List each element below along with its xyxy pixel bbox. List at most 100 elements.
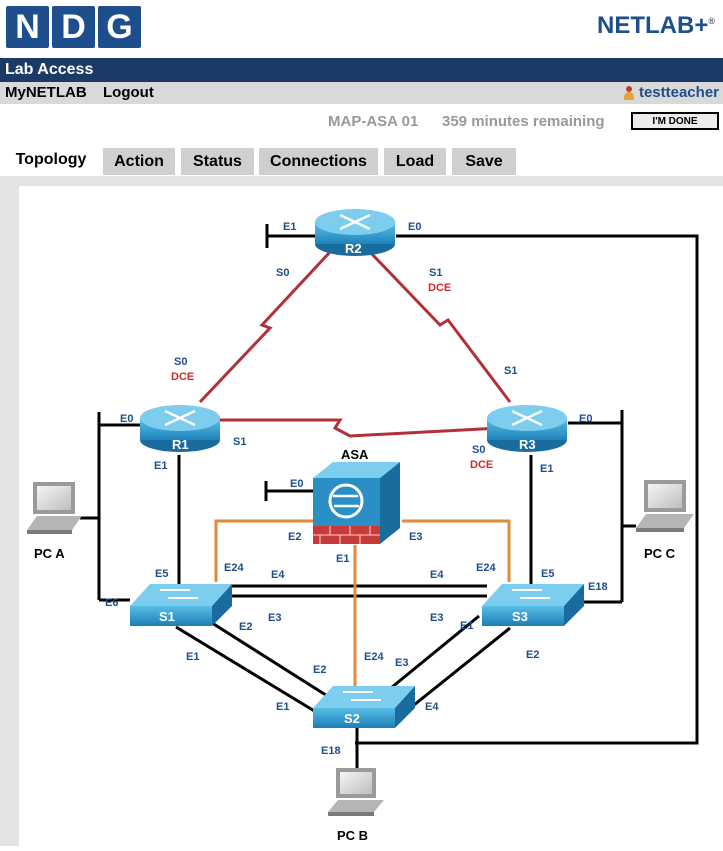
device-label-pca: PC A bbox=[34, 546, 65, 561]
r2-r1-serial bbox=[198, 250, 332, 404]
port-label: S1 bbox=[429, 267, 442, 279]
im-done-button[interactable]: I'M DONE bbox=[631, 112, 719, 130]
port-label: S0 bbox=[276, 267, 289, 279]
switch-s3[interactable] bbox=[482, 584, 584, 626]
switch-s1[interactable] bbox=[130, 584, 232, 626]
port-label: E0 bbox=[579, 413, 592, 425]
switch-arrows-icon bbox=[512, 589, 550, 599]
user-icon bbox=[623, 86, 635, 100]
port-label: E2 bbox=[239, 621, 252, 633]
port-label: E2 bbox=[288, 531, 301, 543]
port-label: E3 bbox=[268, 612, 281, 624]
device-label-s1: S1 bbox=[159, 609, 175, 624]
nav-bar: MyNETLAB Logout testteacher bbox=[0, 82, 723, 104]
port-label: E4 bbox=[271, 569, 285, 581]
port-label: E1 bbox=[276, 701, 289, 713]
port-label: E0 bbox=[120, 413, 133, 425]
device-label-s3: S3 bbox=[512, 609, 528, 624]
mynetlab-link[interactable]: MyNETLAB bbox=[5, 84, 87, 101]
port-label: E1 bbox=[540, 463, 553, 475]
port-label: E18 bbox=[321, 745, 341, 757]
tab-topology[interactable]: Topology bbox=[5, 146, 97, 176]
pc-b[interactable] bbox=[328, 768, 384, 816]
router-arrows-icon bbox=[511, 409, 543, 427]
router-r2[interactable] bbox=[315, 209, 395, 256]
asa-e3-s3 bbox=[402, 519, 511, 582]
port-label: E1 bbox=[336, 553, 349, 565]
netlab-logo: NETLAB+® bbox=[597, 12, 715, 40]
switch-s2[interactable] bbox=[313, 686, 415, 728]
user-link[interactable]: testteacher bbox=[623, 82, 719, 104]
tab-connections[interactable]: Connections bbox=[259, 148, 378, 175]
router-r3[interactable] bbox=[487, 405, 567, 452]
asa-links bbox=[214, 519, 511, 688]
switch-arrows-icon bbox=[343, 691, 381, 701]
port-label: E2 bbox=[313, 664, 326, 676]
port-label: E1 bbox=[154, 460, 167, 472]
port-label: S1 bbox=[233, 436, 246, 448]
dce-label: DCE bbox=[171, 371, 194, 383]
serial-links bbox=[198, 250, 512, 438]
username: testteacher bbox=[638, 84, 719, 101]
device-label-pcb: PC B bbox=[337, 828, 368, 843]
r2-e0-to-s2 bbox=[355, 234, 699, 745]
port-label: E18 bbox=[588, 581, 608, 593]
router-arrows-icon bbox=[164, 409, 196, 427]
asa-e2-s1 bbox=[214, 519, 315, 582]
port-label: E24 bbox=[476, 562, 496, 574]
tab-status[interactable]: Status bbox=[181, 148, 254, 175]
topology-canvas: R2 R1 R3 ASA S1 S3 S2 PC A PC C PC B E1 … bbox=[19, 186, 723, 846]
topology-diagram: R2 R1 R3 ASA S1 S3 S2 PC A PC C PC B E1 … bbox=[27, 209, 699, 843]
router-r1[interactable] bbox=[140, 405, 220, 452]
pod-name: MAP-ASA 01 bbox=[328, 113, 419, 130]
ndg-logo-letter: D bbox=[52, 6, 95, 48]
port-label: E5 bbox=[541, 568, 554, 580]
router-arrows-icon bbox=[339, 213, 371, 231]
netlab-logo-text: NETLAB+ bbox=[597, 12, 709, 39]
port-label: E3 bbox=[430, 612, 443, 624]
port-label: S0 bbox=[472, 444, 485, 456]
ethernet-links bbox=[80, 224, 699, 772]
s3-s2-e3 bbox=[385, 614, 480, 694]
port-label: E1 bbox=[460, 620, 473, 632]
port-label: S1 bbox=[504, 365, 517, 377]
port-label: E2 bbox=[526, 649, 539, 661]
s1-s2-e1 bbox=[175, 625, 317, 714]
tab-bar: Topology Action Status Connections Load … bbox=[0, 146, 723, 176]
port-label: E1 bbox=[283, 221, 296, 233]
port-label: S0 bbox=[174, 356, 187, 368]
asa-firewall[interactable] bbox=[313, 462, 400, 544]
s3-s2-e4 bbox=[403, 626, 511, 715]
port-label: E3 bbox=[409, 531, 422, 543]
tab-action[interactable]: Action bbox=[103, 148, 175, 175]
s1-s2-e2 bbox=[200, 614, 330, 699]
dce-label: DCE bbox=[470, 459, 493, 471]
port-label: E0 bbox=[408, 221, 421, 233]
time-remaining: 359 minutes remaining bbox=[442, 113, 605, 130]
device-label-pcc: PC C bbox=[644, 546, 676, 561]
device-label-r3: R3 bbox=[519, 437, 536, 452]
tab-save[interactable]: Save bbox=[452, 148, 516, 175]
r1-r3-serial bbox=[218, 418, 501, 438]
logout-link[interactable]: Logout bbox=[103, 84, 154, 101]
pc-c[interactable] bbox=[636, 480, 694, 532]
session-status: MAP-ASA 01 359 minutes remaining I'M DON… bbox=[0, 108, 723, 136]
port-label: E4 bbox=[430, 569, 444, 581]
port-label: E24 bbox=[364, 651, 384, 663]
device-label-asa: ASA bbox=[341, 447, 369, 462]
registered-mark: ® bbox=[708, 16, 715, 26]
device-label-r1: R1 bbox=[172, 437, 189, 452]
pc-a[interactable] bbox=[27, 482, 82, 534]
port-label: E1 bbox=[186, 651, 199, 663]
ndg-logo-letter: N bbox=[6, 6, 49, 48]
port-label: E4 bbox=[425, 701, 439, 713]
port-label: E24 bbox=[224, 562, 244, 574]
header: N D G NETLAB+® bbox=[0, 0, 723, 57]
port-label: E0 bbox=[290, 478, 303, 490]
port-label: E5 bbox=[155, 568, 168, 580]
port-label: E3 bbox=[395, 657, 408, 669]
ndg-logo: N D G bbox=[6, 6, 141, 48]
dce-label: DCE bbox=[428, 282, 451, 294]
switch-arrows-icon bbox=[160, 589, 198, 599]
tab-load[interactable]: Load bbox=[384, 148, 446, 175]
